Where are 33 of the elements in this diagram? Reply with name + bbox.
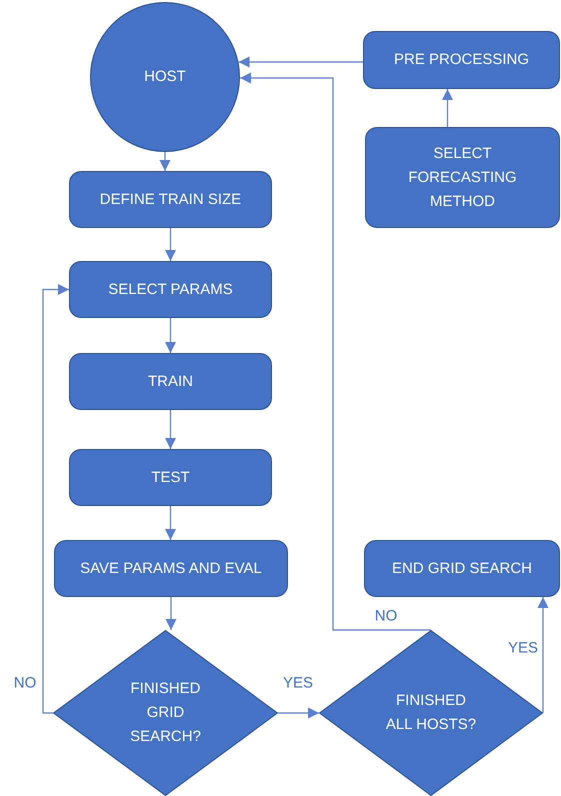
arrow <box>278 708 319 718</box>
process-box <box>69 449 272 506</box>
node-label: SELECT FORECASTING METHOD <box>407 144 518 212</box>
process-box <box>364 540 560 597</box>
node-label: TEST <box>150 468 191 488</box>
node-label: TRAIN <box>147 372 194 392</box>
arrow <box>42 284 69 714</box>
process-box <box>69 261 272 318</box>
arrow <box>165 228 176 261</box>
decision-diamond <box>53 630 278 796</box>
node-label: DEFINE TRAIN SIZE <box>98 190 242 210</box>
process-box <box>69 171 272 228</box>
arrow <box>165 318 176 353</box>
node-label: HOST <box>143 67 187 87</box>
node-label: SAVE PARAMS AND EVAL <box>79 558 263 578</box>
arrow <box>160 152 170 171</box>
arrow <box>238 56 363 68</box>
arrow <box>165 410 176 449</box>
process-box <box>69 353 272 410</box>
process-box <box>365 127 560 228</box>
decision-diamond <box>319 630 543 796</box>
process-box <box>54 540 288 597</box>
arrow <box>442 89 453 127</box>
node-label: FINISHED ALL HOSTS? <box>384 691 478 735</box>
arrow <box>538 597 548 713</box>
node-label: END GRID SEARCH <box>390 558 534 578</box>
node-label: PRE PROCESSING <box>392 50 530 70</box>
arrow <box>165 506 176 540</box>
node-label: SELECT PARAMS <box>107 280 234 300</box>
process-box <box>363 31 560 89</box>
arrow <box>240 72 431 631</box>
node-label: FINISHED GRID SEARCH? <box>129 679 202 747</box>
arrow <box>166 597 176 630</box>
